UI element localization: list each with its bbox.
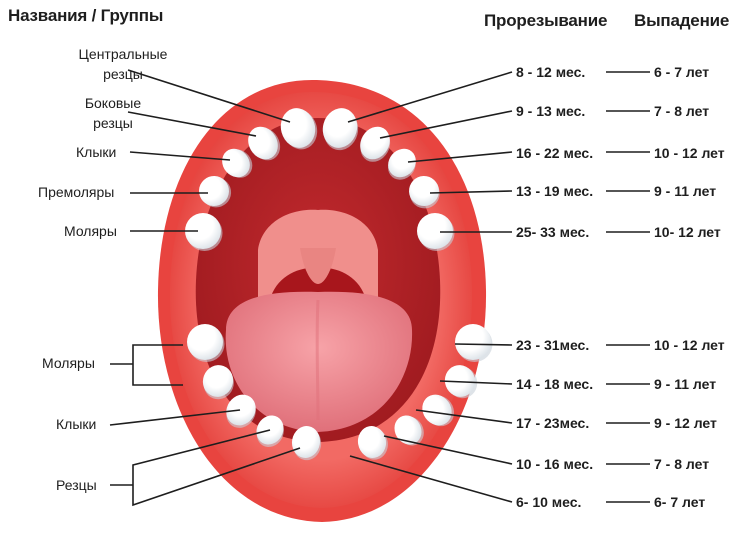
leader-upper-eruption-4 <box>429 190 513 194</box>
lower-eruption-4: 10 - 16 мес. <box>516 456 594 472</box>
lower-left-premolar-tooth <box>202 365 234 400</box>
leader-lateral-incisors <box>127 111 257 137</box>
tongue <box>225 291 413 432</box>
leader-lines-group <box>109 69 650 507</box>
label-premolars: Премоляры <box>38 184 115 200</box>
leader-canines-lower <box>109 409 241 426</box>
upper-eruption-5: 25- 33 мес. <box>516 224 590 240</box>
lower-eruption-2: 14 - 18 мес. <box>516 376 594 392</box>
upper-right-premolar-tooth <box>409 176 440 209</box>
leader-lower-eruption-5 <box>349 455 513 503</box>
tongue-groove <box>315 299 320 421</box>
upper-loss-1: 6 - 7 лет <box>654 64 710 80</box>
teeth-group <box>185 108 493 461</box>
upper-loss-3: 10 - 12 лет <box>654 145 725 161</box>
leader-lower-eruption-3 <box>415 409 513 424</box>
label-central-incisors: Центральные резцы <box>78 46 168 82</box>
lower-left-canine-tooth <box>226 394 256 428</box>
uvula <box>300 248 336 284</box>
header-eruption: Прорезывание <box>484 11 608 30</box>
lower-loss-1: 10 - 12 лет <box>654 337 725 353</box>
lower-left-molar-tooth <box>187 324 225 362</box>
lower-left-central-incisor-tooth <box>291 426 322 461</box>
label-molars-lower: Моляры <box>42 355 95 371</box>
upper-eruption-1: 8 - 12 мес. <box>516 64 586 80</box>
leader-lower-eruption-4 <box>383 435 513 465</box>
upper-eruption-4: 13 - 19 мес. <box>516 183 594 199</box>
leader-upper-eruption-2 <box>379 110 513 139</box>
label-lateral-incisors: Боковые резцы <box>84 95 142 131</box>
upper-left-premolar-tooth <box>199 176 232 208</box>
leader-lower-eruption-2 <box>439 380 513 385</box>
upper-right-central-incisor-tooth <box>322 108 359 151</box>
lower-right-lateral-incisor-tooth <box>394 415 424 446</box>
lower-loss-5: 6- 7 лет <box>654 494 706 510</box>
upper-left-central-incisor-tooth <box>280 108 318 150</box>
bracket-molars-lower <box>132 344 183 386</box>
lower-eruption-1: 23 - 31мес. <box>516 337 590 353</box>
lower-right-canine-tooth <box>422 394 455 427</box>
upper-left-canine-tooth <box>222 148 253 178</box>
upper-left-molar-tooth <box>185 213 223 251</box>
upper-loss-5: 10- 12 лет <box>654 224 721 240</box>
header-names: Названия / Группы <box>8 6 164 25</box>
lower-eruption-3: 17 - 23мес. <box>516 415 590 431</box>
lower-right-central-incisor-tooth <box>357 426 388 460</box>
leader-canines-upper <box>129 151 231 161</box>
lower-loss-2: 9 - 11 лет <box>654 376 717 392</box>
upper-left-lateral-incisor-tooth <box>248 126 281 161</box>
upper-eruption-2: 9 - 13 мес. <box>516 103 586 119</box>
label-canines-lower: Клыки <box>56 416 97 432</box>
upper-right-canine-tooth <box>388 148 416 180</box>
leader-upper-eruption-3 <box>407 151 513 163</box>
header-loss: Выпадение <box>634 11 730 30</box>
label-molars-upper: Моляры <box>64 223 117 239</box>
upper-loss-4: 9 - 11 лет <box>654 183 717 199</box>
lower-loss-3: 9 - 12 лет <box>654 415 717 431</box>
lower-loss-4: 7 - 8 лет <box>654 456 710 472</box>
lower-eruption-5: 6- 10 мес. <box>516 494 582 510</box>
leader-upper-eruption-1 <box>347 71 513 123</box>
leader-lower-eruption-1 <box>454 343 513 346</box>
label-incisors-lower: Резцы <box>56 477 97 493</box>
upper-loss-2: 7 - 8 лет <box>654 103 710 119</box>
upper-eruption-3: 16 - 22 мес. <box>516 145 594 161</box>
leader-central-incisors <box>127 69 291 123</box>
label-canines-upper: Клыки <box>76 144 117 160</box>
upper-right-molar-tooth <box>417 213 455 251</box>
